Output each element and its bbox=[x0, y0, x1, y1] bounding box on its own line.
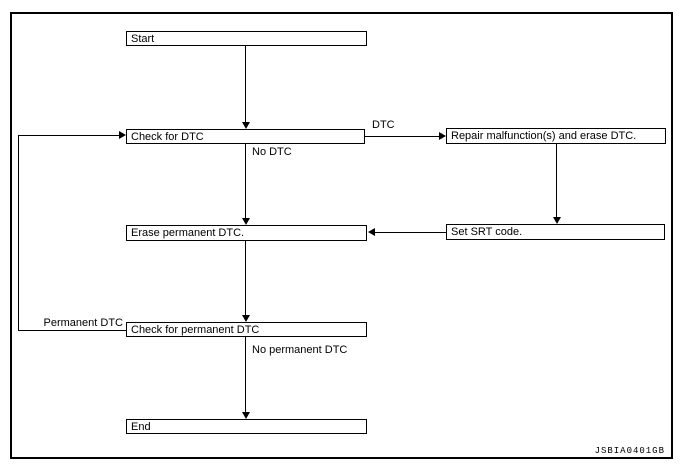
edge-set-srt-to-erase-permanent bbox=[375, 232, 446, 233]
arrowhead-right-icon bbox=[439, 132, 446, 140]
arrowhead-down-icon bbox=[242, 218, 250, 225]
node-check-permanent-dtc: Check for permanent DTC bbox=[126, 322, 367, 337]
edge-label-dtc: DTC bbox=[372, 119, 395, 131]
edge-check-dtc-to-erase-permanent bbox=[245, 144, 246, 218]
edge-label-permanent-dtc: Permanent DTC bbox=[43, 317, 123, 329]
edge-loop-vertical bbox=[18, 135, 19, 331]
node-check-dtc: Check for DTC bbox=[126, 129, 365, 144]
arrowhead-right-icon bbox=[119, 131, 126, 139]
arrowhead-down-icon bbox=[242, 412, 250, 419]
edge-repair-to-set-srt bbox=[556, 144, 557, 217]
edge-check-dtc-to-repair bbox=[365, 136, 439, 137]
edge-start-to-check-dtc bbox=[245, 46, 246, 122]
edge-label-no-permanent-dtc: No permanent DTC bbox=[252, 344, 348, 356]
node-start: Start bbox=[126, 31, 367, 46]
node-erase-permanent-dtc: Erase permanent DTC. bbox=[126, 225, 367, 241]
node-end: End bbox=[126, 419, 367, 434]
edge-loop-bottom bbox=[18, 330, 126, 331]
figure-code: JSBIA0401GB bbox=[594, 446, 665, 456]
arrowhead-down-icon bbox=[553, 217, 561, 224]
edge-check-permanent-to-end bbox=[245, 337, 246, 412]
edge-erase-permanent-to-check-permanent bbox=[245, 241, 246, 315]
arrowhead-down-icon bbox=[242, 315, 250, 322]
edge-label-no-dtc: No DTC bbox=[252, 146, 292, 158]
arrowhead-down-icon bbox=[242, 122, 250, 129]
node-repair-erase-dtc: Repair malfunction(s) and erase DTC. bbox=[446, 128, 666, 144]
edge-loop-top bbox=[18, 135, 119, 136]
node-set-srt-code: Set SRT code. bbox=[446, 224, 665, 240]
arrowhead-left-icon bbox=[368, 228, 375, 236]
